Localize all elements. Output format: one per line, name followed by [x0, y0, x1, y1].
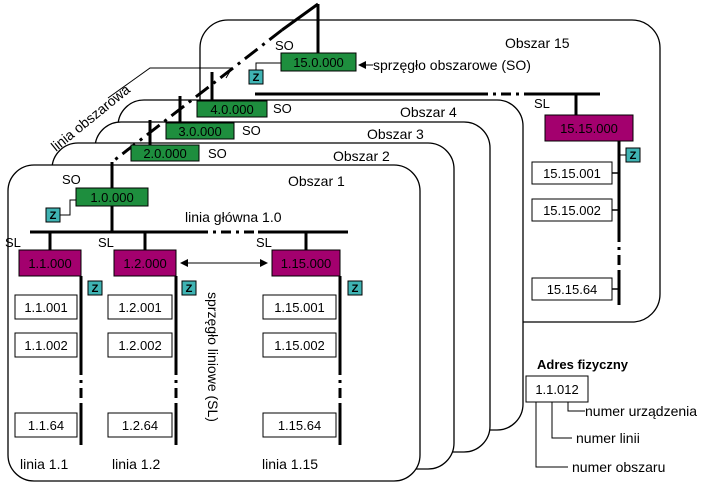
- device-a15-001-label: 15.15.001: [543, 166, 601, 181]
- so-label-3: SO: [242, 123, 261, 138]
- line-coupler-1-15-label: 1.15.000: [281, 256, 332, 271]
- legend-line-number: numer linii: [576, 430, 640, 446]
- z-label-area-15: Z: [253, 72, 260, 84]
- area-15-label: Obszar 15: [505, 35, 570, 51]
- device-a15-002-label: 15.15.002: [543, 203, 601, 218]
- area-coupler-1-label: 1.0.000: [90, 190, 133, 205]
- line-coupler-a15: [544, 114, 634, 142]
- line-coupler-1-1: [18, 249, 82, 277]
- device-1-1-001: [14, 294, 78, 320]
- sl-label-l2: SL: [98, 235, 114, 250]
- device-1-2-002-label: 1.2.002: [118, 338, 161, 353]
- device-1-1-002-label: 1.1.002: [24, 338, 67, 353]
- sl-label-l1: SL: [5, 235, 21, 250]
- area-4-label: Obszar 4: [400, 104, 457, 120]
- line-coupler-1-15: [271, 249, 341, 277]
- legend-area-number: numer obszaru: [572, 459, 665, 475]
- line-buses-area-1: [79, 276, 342, 445]
- area-line-backbone: [110, 2, 319, 188]
- area-coupler-description: sprzęgło obszarowe (SO): [373, 57, 531, 73]
- area-coupler-pointer-arrow: [358, 61, 366, 69]
- device-1-2-001: [107, 294, 173, 320]
- device-1-1-001-label: 1.1.001: [24, 300, 67, 315]
- line-coupler-a15-label: 15.15.000: [560, 121, 618, 136]
- z-module-line-1-15: [347, 280, 363, 296]
- z-module-line-1-1: [87, 280, 103, 296]
- z-module-line-1-2: [181, 280, 197, 296]
- area-coupler-4: [196, 100, 268, 118]
- physical-address-example-box: [525, 375, 589, 403]
- so-label-1: SO: [62, 172, 81, 187]
- area-1-label: Obszar 1: [288, 173, 345, 189]
- main-line-label: linia główna 1.0: [185, 209, 282, 225]
- device-1-15-064: [262, 412, 337, 438]
- area-2-label: Obszar 2: [333, 148, 390, 164]
- z-label-line-1-2: Z: [186, 283, 193, 295]
- line-coupler-1-2: [113, 249, 177, 277]
- device-1-2-064: [107, 412, 173, 438]
- line-coupler-1-1-label: 1.1.000: [28, 256, 71, 271]
- device-1-15-064-label: 1.15.64: [278, 418, 321, 433]
- area-panel-1: [7, 164, 421, 482]
- device-a15-064-label: 15.15.64: [547, 282, 598, 297]
- device-1-15-002-label: 1.15.002: [274, 338, 325, 353]
- line-name-1-15: linia 1.15: [262, 456, 318, 472]
- physical-address-example: 1.1.012: [535, 382, 578, 397]
- z-label-area-1: Z: [50, 210, 57, 222]
- main-line-area-15: [255, 92, 600, 115]
- sl-label-a15: SL: [534, 96, 550, 111]
- device-1-2-002: [107, 332, 173, 358]
- z-link-area-15: [255, 62, 281, 70]
- device-1-15-002: [262, 332, 337, 358]
- line-coupler-1-2-label: 1.2.000: [123, 256, 166, 271]
- area-coupler-15-label: 15.0.000: [293, 55, 344, 70]
- area-3-label: Obszar 3: [367, 126, 424, 142]
- so-label-4: SO: [273, 101, 292, 116]
- device-1-1-064: [14, 412, 78, 438]
- device-1-15-001: [262, 294, 337, 320]
- device-1-15-001-label: 1.15.001: [274, 300, 325, 315]
- physical-address-leaders: [535, 402, 585, 468]
- z-label-line-1-1: Z: [92, 283, 99, 295]
- area-coupler-3-label: 3.0.000: [178, 124, 221, 139]
- area-coupler-15: [280, 52, 357, 72]
- area-coupler-4-label: 4.0.000: [210, 102, 253, 117]
- area-coupler-3: [165, 122, 235, 140]
- line-coupler-description: sprzęgło liniowe (SL): [205, 292, 221, 422]
- so-label-2: SO: [208, 146, 227, 161]
- line-name-1-1: linia 1.1: [20, 456, 68, 472]
- area-coupler-2: [130, 144, 200, 162]
- area-line-pointer: [107, 67, 233, 99]
- z-label-line-1-15: Z: [352, 283, 359, 295]
- z-label-a15: Z: [630, 150, 637, 162]
- physical-address-title: Adres fizyczny: [537, 357, 629, 372]
- device-1-1-002: [14, 332, 78, 358]
- legend-device-number: numer urządzenia: [585, 403, 697, 419]
- area-coupler-2-label: 2.0.000: [143, 146, 186, 161]
- device-1-2-001-label: 1.2.001: [118, 300, 161, 315]
- main-line-1-0: [30, 230, 348, 250]
- so-label-15: SO: [275, 38, 294, 53]
- sl-label-l15: SL: [256, 235, 272, 250]
- line-name-1-2: linia 1.2: [112, 456, 160, 472]
- device-1-2-064-label: 1.2.64: [122, 418, 158, 433]
- device-1-1-064-label: 1.1.64: [28, 418, 64, 433]
- z-link-area-1: [60, 199, 76, 216]
